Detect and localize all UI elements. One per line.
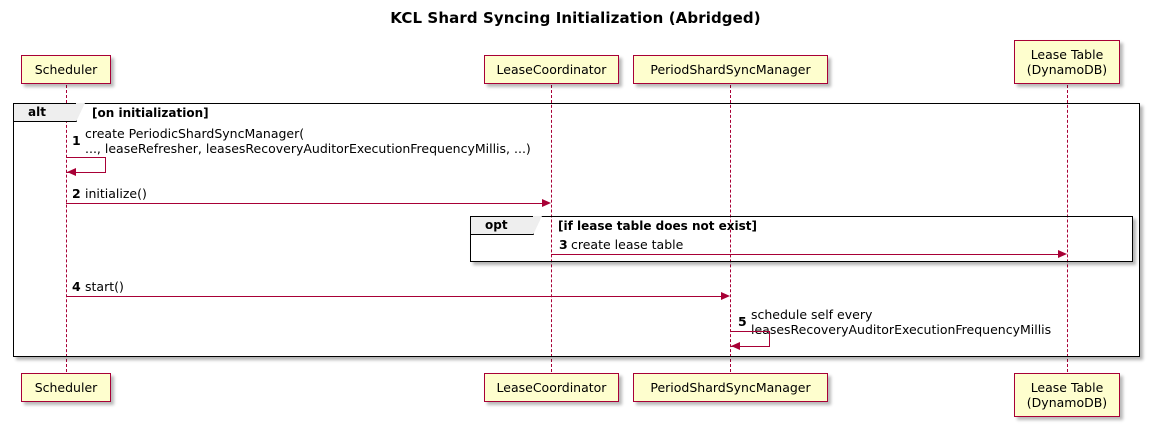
message-4-number: 4: [72, 279, 81, 294]
diagram-title: KCL Shard Syncing Initialization (Abridg…: [390, 9, 761, 27]
message-2-line: [66, 203, 545, 204]
participant-label: PeriodShardSyncManager: [650, 380, 811, 395]
message-3-line: [551, 254, 1061, 255]
participant-period-shard-sync-manager-top[interactable]: PeriodShardSyncManager: [633, 55, 828, 84]
participant-label: Scheduler: [34, 380, 98, 395]
participant-lease-table-bottom[interactable]: Lease Table (DynamoDB): [1014, 373, 1120, 417]
participant-lease-coordinator-top[interactable]: LeaseCoordinator: [484, 55, 619, 84]
lifeline-lease-table: [1067, 85, 1068, 372]
participant-lease-coordinator-bottom[interactable]: LeaseCoordinator: [484, 373, 619, 402]
message-4-line: [66, 296, 724, 297]
fragment-opt-condition: [if lease table does not exist]: [558, 219, 758, 233]
fragment-alt-condition: [on initialization]: [92, 106, 209, 120]
message-4-arrowhead: [721, 291, 730, 300]
message-3-number: 3: [559, 237, 568, 252]
message-5-label: schedule self every leasesRecoveryAudito…: [751, 307, 1052, 337]
message-1-number: 1: [72, 133, 81, 148]
message-3-label: create lease table: [571, 237, 684, 252]
participant-label: Lease Table (DynamoDB): [1026, 47, 1108, 77]
participant-label: LeaseCoordinator: [496, 380, 607, 395]
fragment-operator-label: opt: [485, 218, 508, 232]
message-5-arrowhead: [731, 342, 740, 350]
fragment-operator-label: alt: [28, 105, 46, 119]
fragment-alt-on-initialization: [13, 103, 1140, 357]
message-5-self-loop: [730, 331, 770, 347]
lifeline-scheduler: [66, 85, 67, 372]
message-3-arrowhead: [1058, 249, 1067, 258]
message-2-label: initialize(): [85, 186, 147, 201]
message-2-number: 2: [72, 186, 81, 201]
message-1-arrowhead: [67, 168, 76, 176]
fragment-opt-lease-table-missing: [470, 216, 1133, 262]
fragment-alt-operator-tab: alt: [14, 103, 85, 122]
message-4-label: start(): [85, 279, 124, 294]
participant-label: Scheduler: [34, 62, 98, 77]
fragment-opt-operator-tab: opt: [471, 216, 542, 235]
participant-scheduler-bottom[interactable]: Scheduler: [21, 373, 111, 402]
lifeline-lease-coordinator: [551, 85, 552, 372]
participant-label: Lease Table (DynamoDB): [1026, 380, 1108, 410]
message-5-number: 5: [738, 314, 747, 329]
message-1-label: create PeriodicShardSyncManager( ..., le…: [85, 126, 531, 156]
participant-lease-table-top[interactable]: Lease Table (DynamoDB): [1014, 40, 1120, 84]
participant-period-shard-sync-manager-bottom[interactable]: PeriodShardSyncManager: [633, 373, 828, 402]
message-2-arrowhead: [542, 198, 551, 207]
lifeline-period-shard-sync-manager: [730, 85, 731, 372]
message-1-self-loop: [66, 157, 106, 173]
participant-label: PeriodShardSyncManager: [650, 62, 811, 77]
participant-label: LeaseCoordinator: [496, 62, 607, 77]
participant-scheduler-top[interactable]: Scheduler: [21, 55, 111, 84]
